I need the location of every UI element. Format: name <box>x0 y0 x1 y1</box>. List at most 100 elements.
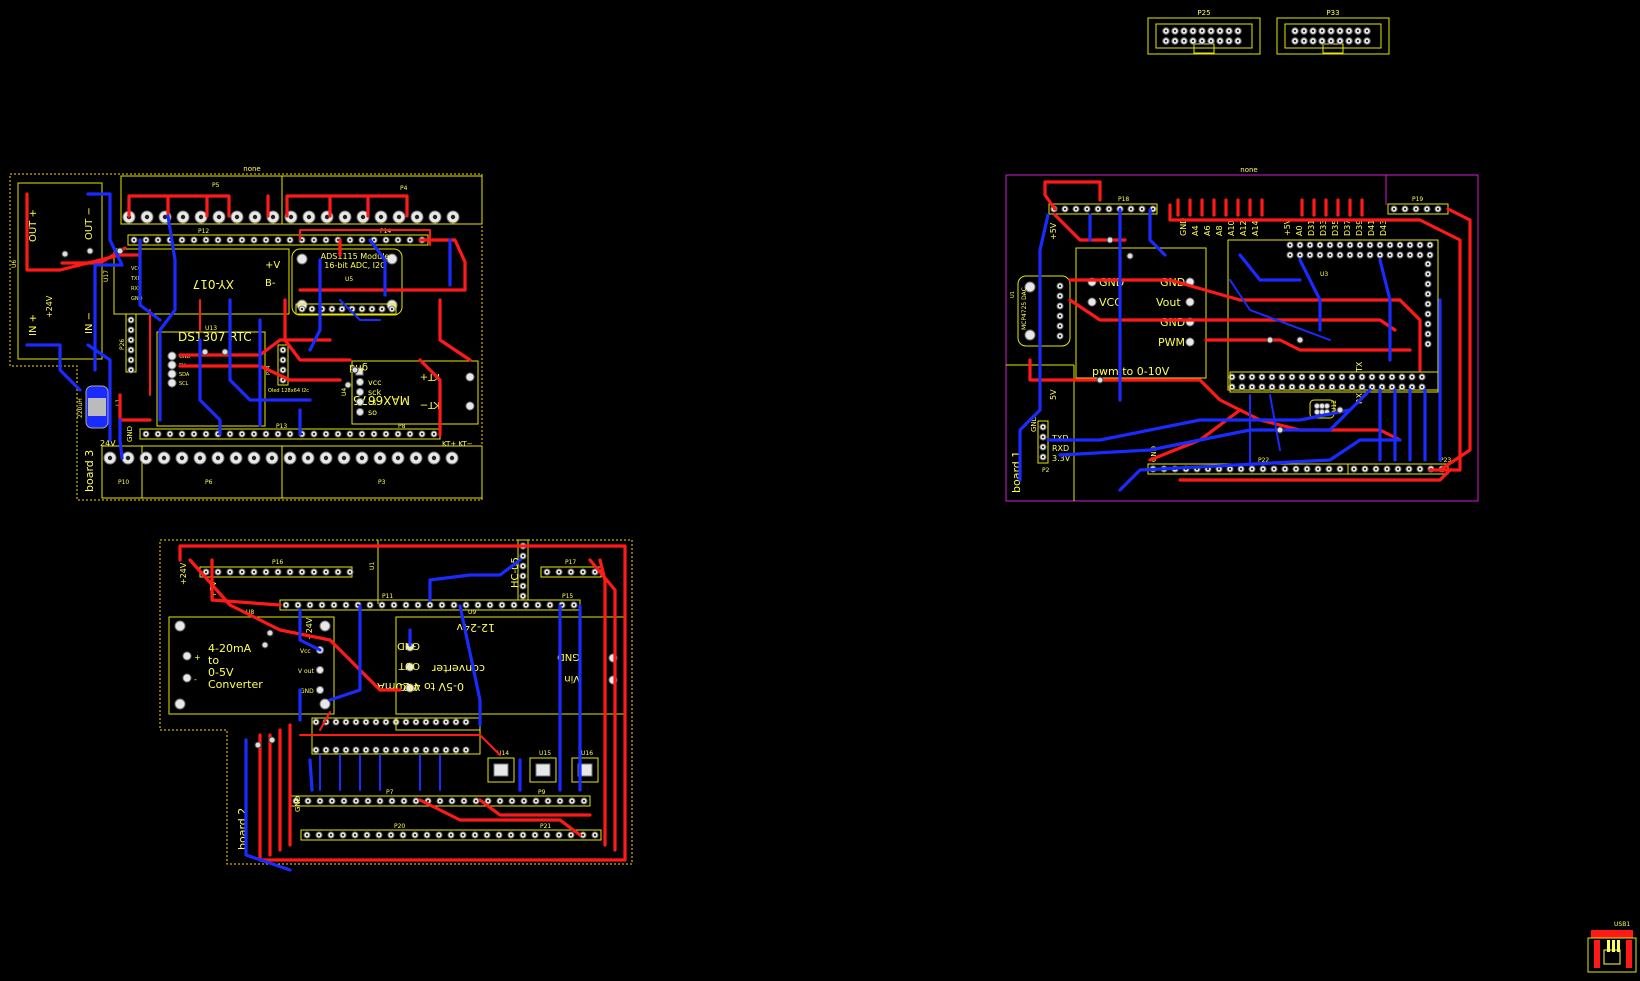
pad-hole <box>334 720 338 724</box>
u6-out-plus: OUT + <box>28 209 39 242</box>
pad-hole <box>498 799 502 803</box>
pad-hole <box>1302 29 1306 33</box>
pad-hole <box>344 748 348 752</box>
pad-hole <box>1398 243 1402 247</box>
a-a8: A8 <box>1215 225 1224 236</box>
rtc-ref: U13 <box>205 325 217 332</box>
pad-hole <box>521 833 525 837</box>
pad-hole <box>312 432 316 436</box>
b2-24v: +24V <box>179 562 188 585</box>
pad-hole <box>378 799 382 803</box>
pad-hole <box>424 748 428 752</box>
pad-hole <box>1298 243 1302 247</box>
pad-hole <box>1338 39 1342 43</box>
inductor-l1: 220uH L1 <box>77 385 122 429</box>
pad-hole <box>1426 302 1430 306</box>
pad-hole <box>377 833 381 837</box>
pad-hole <box>192 238 196 242</box>
p9-label: P9 <box>538 789 546 796</box>
board-1: none board 1 P18 +5V P19 U1 MCP4725 DAC <box>1005 166 1479 502</box>
conv1-24v: +24V <box>305 617 314 640</box>
pad-hole <box>372 432 376 436</box>
analog-labels: GND A4 A6 A8 A10 A12 A14 <box>1179 218 1260 236</box>
pad-hole <box>428 603 432 607</box>
pad-hole <box>1239 467 1243 471</box>
pad-hole <box>384 720 388 724</box>
pad-hole <box>240 432 244 436</box>
pad-hole <box>1250 467 1254 471</box>
a-a4: A4 <box>1191 225 1200 236</box>
pad-hole <box>156 432 160 436</box>
p33-label: P33 <box>1326 9 1339 17</box>
pad-hole <box>300 238 304 242</box>
pad-hole <box>1288 243 1292 247</box>
pad-hole <box>144 432 148 436</box>
pad-hole <box>593 570 597 574</box>
pad-hole <box>365 833 369 837</box>
pad-hole <box>359 455 365 461</box>
pad-hole <box>497 833 501 837</box>
conv2-top: 12-24v <box>456 621 495 634</box>
pad-hole <box>1396 467 1400 471</box>
pad-hole <box>557 833 561 837</box>
pad-hole <box>276 432 280 436</box>
pad-row <box>292 797 588 805</box>
pad-hole <box>1270 375 1274 379</box>
pad-hole <box>350 307 354 311</box>
pad-hole <box>1228 467 1232 471</box>
pad-hole <box>581 570 585 574</box>
pad-hole <box>1426 292 1430 296</box>
pad-hole <box>521 554 525 558</box>
pad-hole <box>252 570 256 574</box>
pad-hole <box>179 455 185 461</box>
pad-hole <box>1209 29 1213 33</box>
pad-hole <box>300 307 304 311</box>
pad-hole <box>144 238 148 242</box>
pad-hole <box>320 603 324 607</box>
pad-hole <box>1260 385 1264 389</box>
pad-hole <box>404 748 408 752</box>
pad-hole <box>1410 375 1414 379</box>
p2-33v: 3.3V <box>1052 454 1071 463</box>
a-gnd: GND <box>1179 218 1188 236</box>
pad-hole <box>288 432 292 436</box>
max-pin-gnd: gnd <box>349 362 368 373</box>
pad-hole <box>548 603 552 607</box>
pad-hole <box>228 432 232 436</box>
pad-hole <box>1041 425 1045 429</box>
conv2-pin-out: OUT <box>398 660 420 671</box>
d-a0: A0 <box>1295 225 1304 236</box>
oled-name: Oled 128x64 I2c <box>268 388 309 394</box>
pad-hole <box>334 748 338 752</box>
pwm-gnd3: GND <box>1160 316 1185 329</box>
pad-hole <box>348 238 352 242</box>
pad-column <box>1056 282 1064 340</box>
pad-hole <box>1338 467 1342 471</box>
a-a10: A10 <box>1227 220 1236 236</box>
pad-hole <box>233 455 239 461</box>
p11-label: P11 <box>382 593 393 600</box>
pad-hole <box>1058 314 1062 318</box>
pad-hole <box>1352 467 1356 471</box>
pad-hole <box>1310 375 1314 379</box>
b2-gnd: GND <box>294 796 302 812</box>
pad-hole <box>533 833 537 837</box>
d-37: D37 <box>1343 220 1352 236</box>
pad-hole <box>332 603 336 607</box>
max-name: MAX6675 <box>353 393 410 407</box>
d-33: D33 <box>1319 220 1328 236</box>
pad-hole <box>424 720 428 724</box>
pad-column <box>1039 423 1047 461</box>
pad-hole <box>512 603 516 607</box>
pad-hole <box>353 833 357 837</box>
pad-hole <box>534 799 538 803</box>
pad-hole <box>240 570 244 574</box>
p25-label: P25 <box>1197 9 1210 17</box>
pad-hole <box>306 799 310 803</box>
pad-hole <box>1041 455 1045 459</box>
pad-row <box>1162 27 1242 35</box>
pad-hole <box>1340 375 1344 379</box>
max6675-module: MAX6675 U4 gnd vcc sck cs so KT+ KT− <box>341 360 479 425</box>
board-3: none U6 OUT + OUT − IN + IN − +24V P5 P4… <box>9 165 483 501</box>
p2-gnd: GND <box>1030 416 1038 432</box>
